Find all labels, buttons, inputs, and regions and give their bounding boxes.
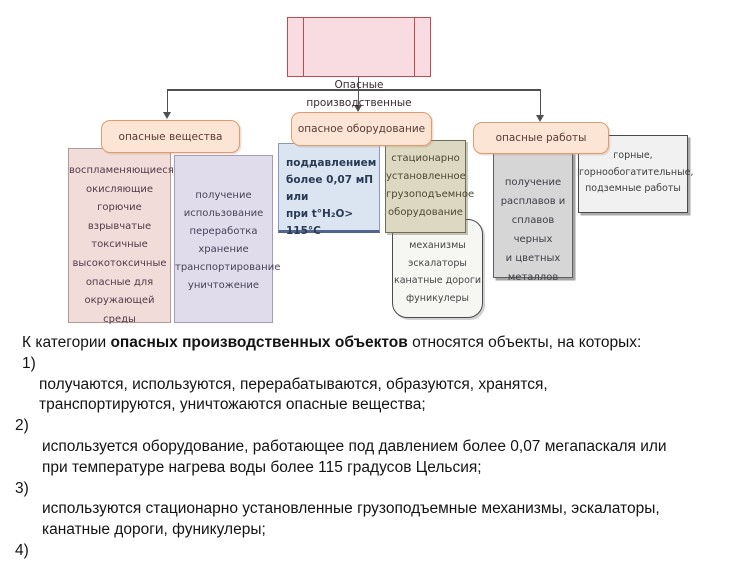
list-item-1-number: 1): [22, 354, 36, 372]
box-substance-activities: получение использование переработка хран…: [174, 155, 280, 323]
arrowhead-equipment: [353, 105, 362, 112]
list-item-3: 3) используются стационарно установленные…: [14, 479, 736, 541]
list-item-1-text: получаются, используются, перерабатывают…: [39, 375, 548, 414]
list-item-3-text: используются стационарно установленные г…: [42, 500, 660, 539]
connector-stem-left: [166, 89, 168, 112]
intro-prefix: К категории: [22, 334, 111, 351]
connector-stem-right: [539, 89, 541, 115]
root-box-inner-line-right: [413, 18, 415, 76]
box-metal-melts: получение расплавов и сплавов черных и ц…: [493, 152, 573, 283]
root-box-hazardous-facilities: Опасные производственные объекты: [287, 17, 431, 128]
list-item-2: 2) используется оборудование, работающее …: [14, 416, 736, 478]
header-hazardous-substances: опасные вещества: [101, 120, 240, 153]
header-hazardous-equipment-label: опасное оборудование: [297, 123, 426, 135]
header-hazardous-equipment: опасное оборудование: [291, 112, 432, 146]
header-hazardous-works: опасные работы: [473, 122, 609, 154]
intro-suffix: относятся объекты, на которых:: [407, 334, 642, 351]
box-stationary-equipment: стационарно установленное грузоподъемное…: [385, 140, 474, 233]
box-pressure-equipment: поддавлением более 0,07 мП или при t°H₂O…: [278, 143, 380, 237]
list-item-1: 1)получаются, используются, перерабатыва…: [14, 354, 736, 416]
list-item-3-number: 3): [15, 479, 29, 497]
list-item-2-number: 2): [15, 417, 29, 435]
list-item-4: 4)получаются расплавы черных и цветных м…: [14, 541, 736, 562]
header-hazardous-works-label: опасные работы: [495, 132, 587, 144]
box-mechanisms: механизмы эскалаторы канатные дороги фун…: [392, 219, 483, 318]
intro-bold-term: опасных производственных объектов: [110, 334, 408, 351]
header-hazardous-substances-label: опасные вещества: [118, 130, 223, 143]
connector-horizontal: [167, 89, 541, 91]
list-item-2-text: используется оборудование, работающее по…: [42, 437, 667, 476]
arrowhead-substances: [162, 112, 171, 119]
arrowhead-works: [535, 115, 544, 122]
description-text: К категории опасных производственных объ…: [14, 333, 736, 562]
box-substance-types: воспламеняющиеся окисляющие горючие взры…: [68, 148, 174, 325]
root-box-inner-line-left: [303, 18, 305, 76]
list-item-4-number: 4): [15, 541, 29, 559]
intro-line: К категории опасных производственных объ…: [22, 333, 736, 354]
